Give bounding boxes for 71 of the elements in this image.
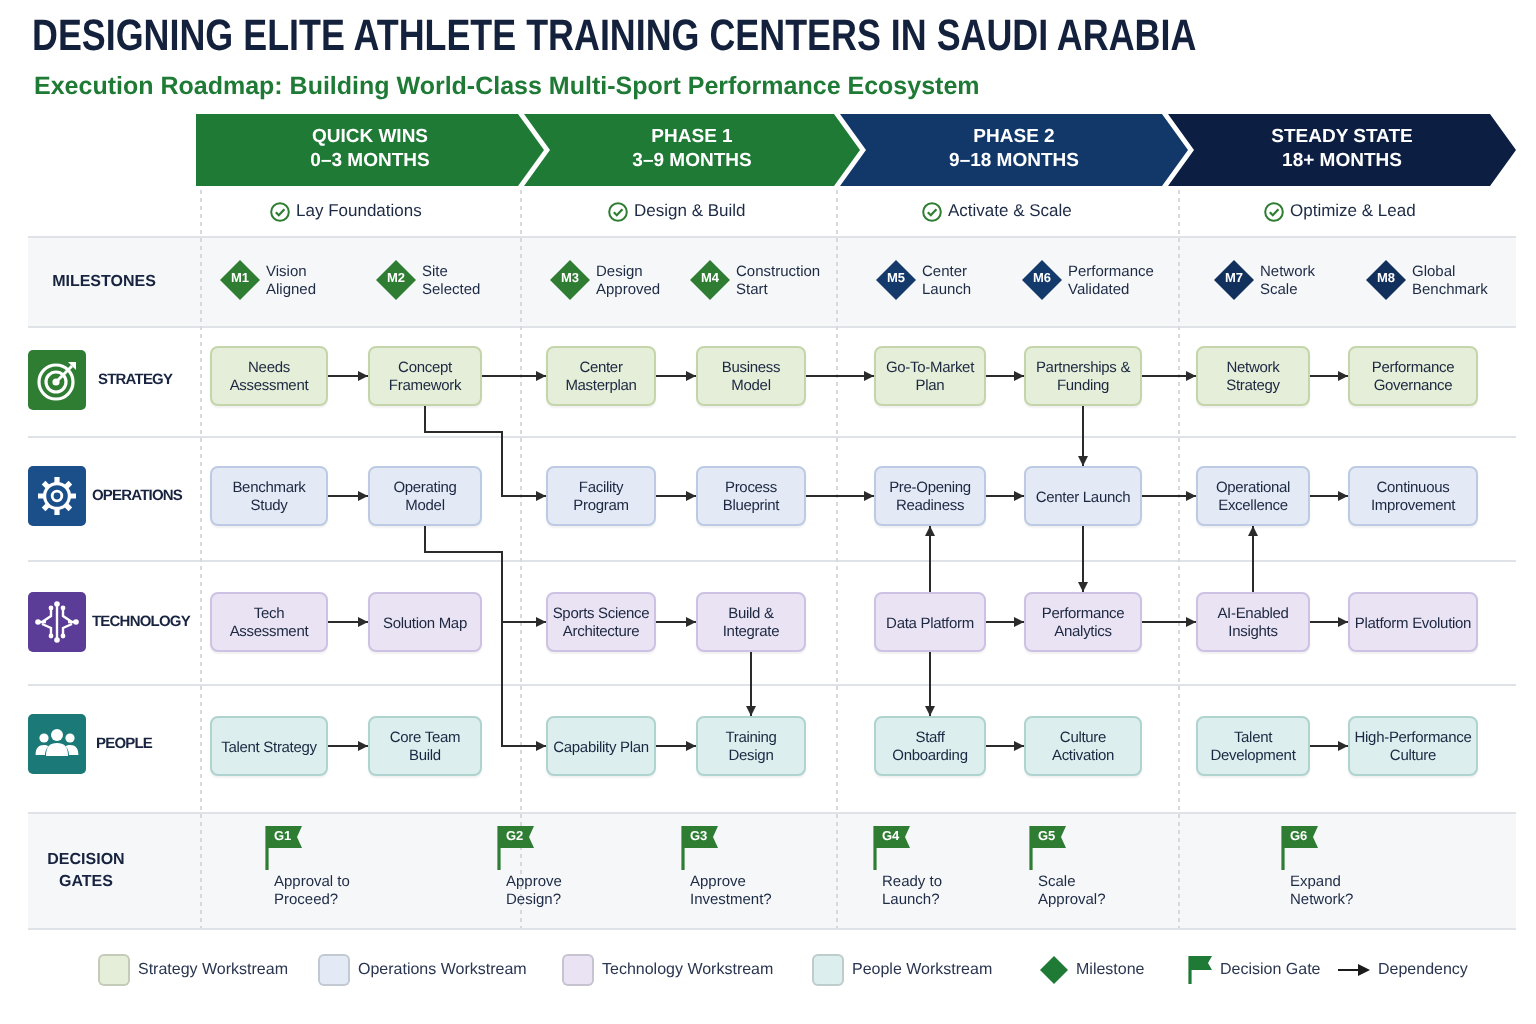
dependency-arrow (805, 371, 875, 381)
dependency-arrow (1309, 491, 1349, 501)
phase-goal: Activate & Scale (948, 200, 1072, 222)
phase-name: STEADY STATE (1271, 126, 1413, 150)
dependency-arrow (1078, 525, 1088, 593)
dependency-arrow (1141, 617, 1197, 627)
phase-name: PHASE 1 (651, 126, 733, 150)
dependency-arrow (655, 491, 697, 501)
legend-text: Milestone (1076, 960, 1145, 980)
dependency-arrow (327, 617, 369, 627)
dependency-arrow (746, 651, 756, 717)
legend-text: People Workstream (852, 960, 993, 980)
row-heading: DECISION GATES (45, 848, 127, 892)
phase-duration: 0–3 MONTHS (310, 150, 430, 174)
dependency-arrow (655, 741, 697, 751)
decision-flag (1280, 826, 1320, 870)
legend-text: Technology Workstream (602, 960, 774, 980)
decision-flag (1028, 826, 1068, 870)
legend-text: Operations Workstream (358, 960, 527, 980)
dependency-arrow (655, 371, 697, 381)
phase-banner (524, 114, 860, 186)
decision-flag (872, 826, 912, 870)
phase-banner (840, 114, 1188, 186)
phase-name: QUICK WINS (311, 126, 429, 150)
dependency-arrow (327, 371, 369, 381)
dependency-arrow (985, 617, 1025, 627)
dependency-arrow (805, 491, 875, 501)
phase-duration: 9–18 MONTHS (949, 150, 1079, 174)
dependency-arrow (925, 651, 935, 717)
dependency-arrow (424, 405, 547, 501)
dependency-arrow (1309, 741, 1349, 751)
milestone-diamond (1022, 260, 1062, 300)
dependency-arrow (1141, 371, 1197, 381)
dependency-arrow (424, 525, 547, 751)
milestone-diamond (876, 260, 916, 300)
decision-flag (264, 826, 304, 870)
subtitle: Execution Roadmap: Building World-Class Multi-Sport Performance Ecosystem (34, 72, 980, 102)
dependency-arrow (925, 525, 935, 593)
legend-text: Decision Gate (1220, 960, 1321, 980)
phase-duration: 3–9 MONTHS (632, 150, 752, 174)
phase-goal: Lay Foundations (296, 200, 422, 222)
diagram-title: DESIGNING ELITE ATHLETE TRAINING CENTERS IN SAUDI ARABIA (32, 12, 1197, 60)
dependency-arrow (985, 371, 1025, 381)
dependency-arrow (1309, 617, 1349, 627)
dependency-arrow (327, 491, 369, 501)
phase-goal: Design & Build (634, 200, 746, 222)
row-heading: MILESTONES (50, 270, 158, 292)
dependency-arrow (985, 491, 1025, 501)
phase-banner (196, 114, 544, 186)
phase-banner (1168, 114, 1516, 186)
milestone-diamond (1366, 260, 1406, 300)
milestone-diamond (1214, 260, 1254, 300)
milestone-diamond (220, 260, 260, 300)
dependency-arrow (1141, 491, 1197, 501)
milestone-diamond (376, 260, 416, 300)
dependency-arrow (1309, 371, 1349, 381)
phase-goal: Optimize & Lead (1290, 200, 1416, 222)
decision-flag (680, 826, 720, 870)
dependency-arrow (655, 617, 697, 627)
legend-text: Strategy Workstream (138, 960, 288, 980)
milestone-diamond (550, 260, 590, 300)
dependency-arrow (481, 371, 547, 381)
dependency-arrow (985, 741, 1025, 751)
phase-duration: 18+ MONTHS (1282, 150, 1402, 174)
decision-flag (496, 826, 536, 870)
milestone-diamond (690, 260, 730, 300)
phase-name: PHASE 2 (973, 126, 1055, 150)
dependency-arrow (1248, 525, 1258, 593)
dependency-arrow (327, 741, 369, 751)
dependency-arrow (1078, 405, 1088, 467)
legend-text: Dependency (1378, 960, 1468, 980)
